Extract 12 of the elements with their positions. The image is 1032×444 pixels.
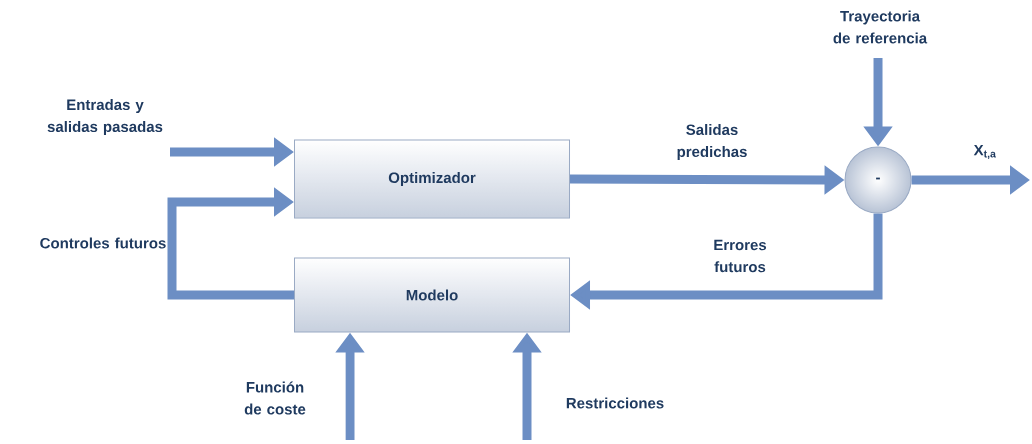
edge-label: Errores futuros (714, 239, 767, 273)
edge-label: Controles futuros (40, 237, 166, 249)
edge-label: Restricciones (566, 397, 664, 409)
arrow (167, 187, 294, 300)
process-box: Modelo (294, 257, 570, 333)
edge-label: Trayectoria de referencia (833, 10, 928, 44)
edge-label: X$_{t,a}$ (973, 144, 996, 160)
process-box: Optimizador (294, 139, 570, 219)
edge-label: Función de coste (244, 381, 306, 415)
edge-label: Entradas y salidas pasadas (47, 99, 163, 135)
summing-junction: - (844, 146, 912, 214)
edge-label: Salidas predichas (677, 124, 747, 160)
